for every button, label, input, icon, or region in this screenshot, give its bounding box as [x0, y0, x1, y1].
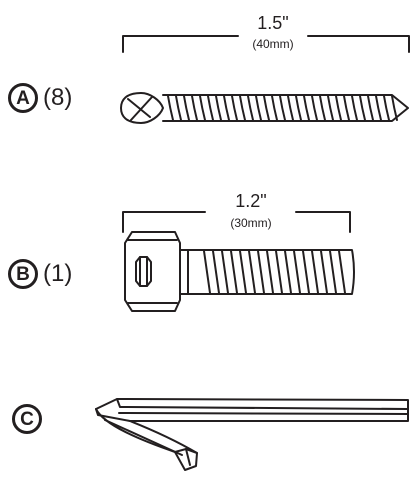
thread-line: [293, 250, 301, 294]
dimension-bracket-b: [122, 211, 351, 233]
part-a-length-mm: (40mm): [252, 37, 294, 51]
part-c-letter: C: [20, 408, 34, 430]
thread-line: [335, 95, 342, 121]
thread-line: [257, 250, 265, 294]
wood-screw-icon: [120, 92, 409, 124]
thread-line: [375, 95, 382, 121]
thread-line: [239, 95, 246, 121]
thread-line: [311, 95, 318, 121]
thread-line: [203, 250, 211, 294]
thread-line: [343, 95, 350, 121]
thread-line: [221, 250, 229, 294]
thread-line: [303, 95, 310, 121]
thread-line: [255, 95, 262, 121]
part-c-letter-badge: C: [12, 404, 42, 434]
thread-line: [248, 250, 256, 294]
part-b-length-inches: 1.2": [235, 191, 267, 211]
dimension-bracket-a: [122, 35, 410, 53]
thread-line: [207, 95, 214, 121]
part-b-length-mm: (30mm): [230, 216, 272, 230]
thread-line: [230, 250, 238, 294]
part-a-letter: A: [16, 87, 30, 109]
thread-line: [279, 95, 286, 121]
part-a-letter-badge: A: [8, 83, 38, 113]
part-a-quantity: (8): [43, 84, 73, 111]
thread-line: [311, 250, 319, 294]
thread-line: [223, 95, 230, 121]
thread-line: [231, 95, 238, 121]
thread-line: [320, 250, 328, 294]
thread-line: [199, 95, 206, 121]
part-a-length-inches: 1.5": [257, 13, 289, 33]
thread-line: [329, 250, 337, 294]
thread-line: [275, 250, 283, 294]
thread-line: [215, 95, 222, 121]
part-b-quantity: (1): [43, 260, 73, 287]
thread-line: [319, 95, 326, 121]
thread-line: [295, 95, 302, 121]
thread-line: [239, 250, 247, 294]
thread-line: [266, 250, 274, 294]
hex-key-icon: [95, 398, 409, 471]
thread-line: [287, 95, 294, 121]
thread-line: [351, 95, 358, 121]
thread-line: [175, 95, 182, 121]
thread-line: [191, 95, 198, 121]
thread-line: [247, 95, 254, 121]
thread-line: [263, 95, 270, 121]
thread-line: [327, 95, 334, 121]
thread-line: [284, 250, 292, 294]
part-b-letter-badge: B: [8, 259, 38, 289]
thread-line: [359, 95, 366, 121]
part-b-letter: B: [16, 263, 30, 285]
thread-line: [302, 250, 310, 294]
thread-line: [367, 95, 374, 121]
thread-line: [338, 250, 346, 294]
thread-line: [271, 95, 278, 121]
thread-line: [167, 95, 174, 121]
thread-line: [183, 95, 190, 121]
thread-line: [212, 250, 220, 294]
hex-bolt-icon: [124, 231, 355, 312]
thread-line: [391, 95, 398, 121]
thread-line: [383, 95, 390, 121]
